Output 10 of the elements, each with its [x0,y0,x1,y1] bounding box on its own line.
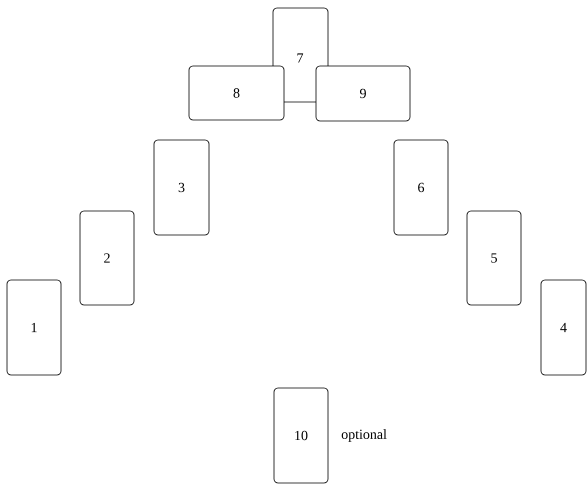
card: 3 [154,140,210,236]
card: 1 [6,280,62,376]
card-caption: optional [342,429,387,442]
card: 6 [394,140,448,236]
card: 8 [188,66,284,120]
card: 5 [466,210,522,306]
card: 10 [274,388,328,484]
card: 9 [316,66,410,122]
card: 4 [540,280,586,376]
card: 2 [80,210,134,306]
